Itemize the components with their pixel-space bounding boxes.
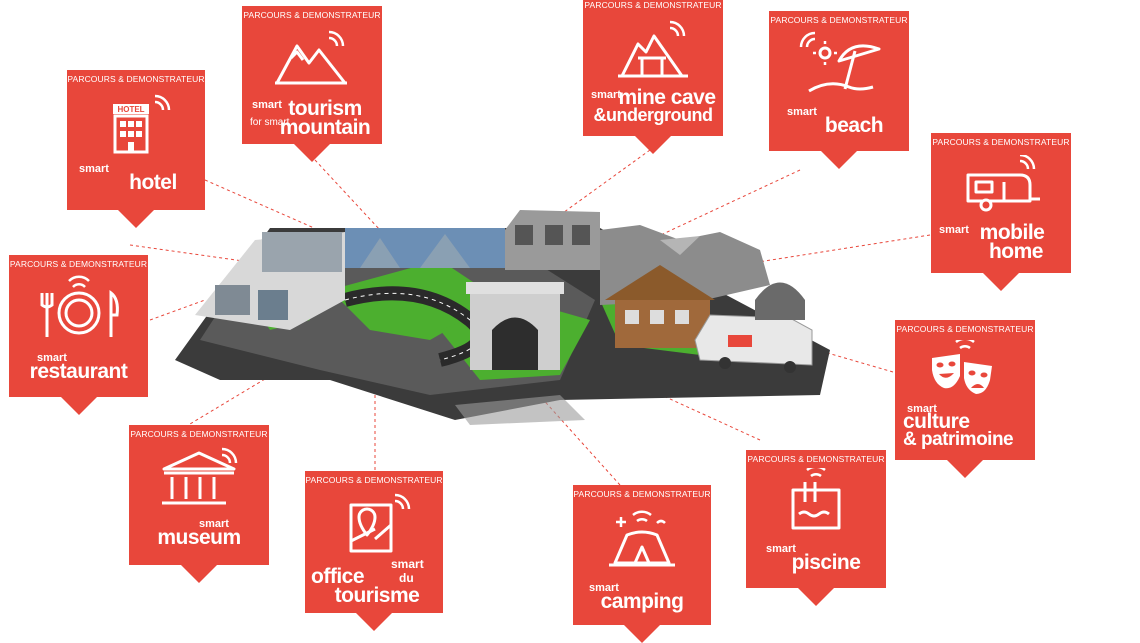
card-line2: museum xyxy=(157,526,241,550)
card-smart-piscine[interactable]: PARCOURS & DEMONSTRATEUR smart piscine xyxy=(746,450,886,606)
card-line1: smart xyxy=(589,582,619,594)
card-line2: restaurant xyxy=(29,360,128,384)
card-line1: office xyxy=(311,565,365,588)
card-line3: for smart xyxy=(250,117,290,129)
mountain-icon xyxy=(267,28,357,88)
card-line2: beach xyxy=(824,114,884,138)
card-line1: smart xyxy=(787,106,817,118)
hotel-sign-text: HOTEL xyxy=(117,105,144,114)
caravan-icon xyxy=(956,155,1046,215)
card-line3: &underground xyxy=(593,105,713,126)
card-tag: PARCOURS & DEMONSTRATEUR xyxy=(770,15,908,25)
card-line3: smart xyxy=(391,557,424,571)
card-smart-mobile-home[interactable]: PARCOURS & DEMONSTRATEUR smart mobile ho… xyxy=(931,133,1071,291)
tent-icon xyxy=(597,505,687,571)
card-tag: PARCOURS & DEMONSTRATEUR xyxy=(896,324,1034,334)
card-tag: PARCOURS & DEMONSTRATEUR xyxy=(67,74,205,84)
card-line1: smart xyxy=(939,224,969,236)
card-tag: PARCOURS & DEMONSTRATEUR xyxy=(243,10,381,20)
card-tag: PARCOURS & DEMONSTRATEUR xyxy=(747,454,885,464)
card-smart-restaurant[interactable]: PARCOURS & DEMONSTRATEUR smart restauran… xyxy=(9,255,148,415)
card-line4: mountain xyxy=(279,115,371,139)
card-line2: culture xyxy=(903,410,970,434)
card-line2: mobile xyxy=(979,221,1045,245)
card-line1: smart xyxy=(591,89,621,101)
card-smart-culture-patrimoine[interactable]: PARCOURS & DEMONSTRATEUR smart xyxy=(895,320,1035,478)
card-smart-tourism-mountain[interactable]: PARCOURS & DEMONSTRATEUR smart tourism f… xyxy=(242,6,382,162)
restaurant-icon xyxy=(29,275,129,341)
card-tag: PARCOURS & DEMONSTRATEUR xyxy=(9,259,148,269)
theatre-masks-icon xyxy=(920,340,1010,402)
card-line2: du xyxy=(399,571,414,585)
card-line1: smart xyxy=(252,99,282,111)
museum-icon xyxy=(154,445,244,509)
card-smart-hotel[interactable]: PARCOURS & DEMONSTRATEUR HOTEL smart hot… xyxy=(67,70,205,228)
map-pin-icon xyxy=(329,491,419,555)
swimming-pool-icon xyxy=(771,468,861,534)
card-line1: smart xyxy=(37,352,67,364)
card-line4: tourisme xyxy=(334,584,420,608)
card-smart-camping[interactable]: PARCOURS & DEMONSTRATEUR smart camping xyxy=(573,485,711,643)
card-line3: & patrimoine xyxy=(903,429,1014,451)
card-line1: smart xyxy=(907,403,937,415)
card-office-du-smart-tourisme[interactable]: PARCOURS & DEMONSTRATEUR office du smart… xyxy=(305,471,443,631)
card-line1: smart xyxy=(766,543,796,555)
card-tag: PARCOURS & DEMONSTRATEUR xyxy=(584,0,722,10)
card-tag: PARCOURS & DEMONSTRATEUR xyxy=(130,429,268,439)
card-line3: home xyxy=(988,240,1044,264)
card-tag: PARCOURS & DEMONSTRATEUR xyxy=(305,475,443,485)
mine-cave-icon xyxy=(608,18,698,82)
card-line2: hotel xyxy=(129,171,177,195)
card-smart-beach[interactable]: PARCOURS & DEMONSTRATEUR smart xyxy=(769,11,909,169)
card-line2: camping xyxy=(600,590,684,614)
card-smart-museum[interactable]: PARCOURS & DEMONSTRATEUR smart museum xyxy=(129,425,269,583)
card-tag: PARCOURS & DEMONSTRATEUR xyxy=(573,489,711,499)
card-smart-mine-cave[interactable]: PARCOURS & DEMONSTRATEUR smart mine cave… xyxy=(583,0,723,154)
card-line1: smart xyxy=(79,163,109,175)
card-tag: PARCOURS & DEMONSTRATEUR xyxy=(932,137,1070,147)
card-line2: mine cave xyxy=(618,86,716,110)
card-line2: tourism xyxy=(288,97,362,121)
card-line2: piscine xyxy=(791,551,861,575)
hotel-icon: HOTEL xyxy=(91,94,181,154)
beach-umbrella-icon xyxy=(789,31,889,97)
card-line1: smart xyxy=(199,518,229,530)
